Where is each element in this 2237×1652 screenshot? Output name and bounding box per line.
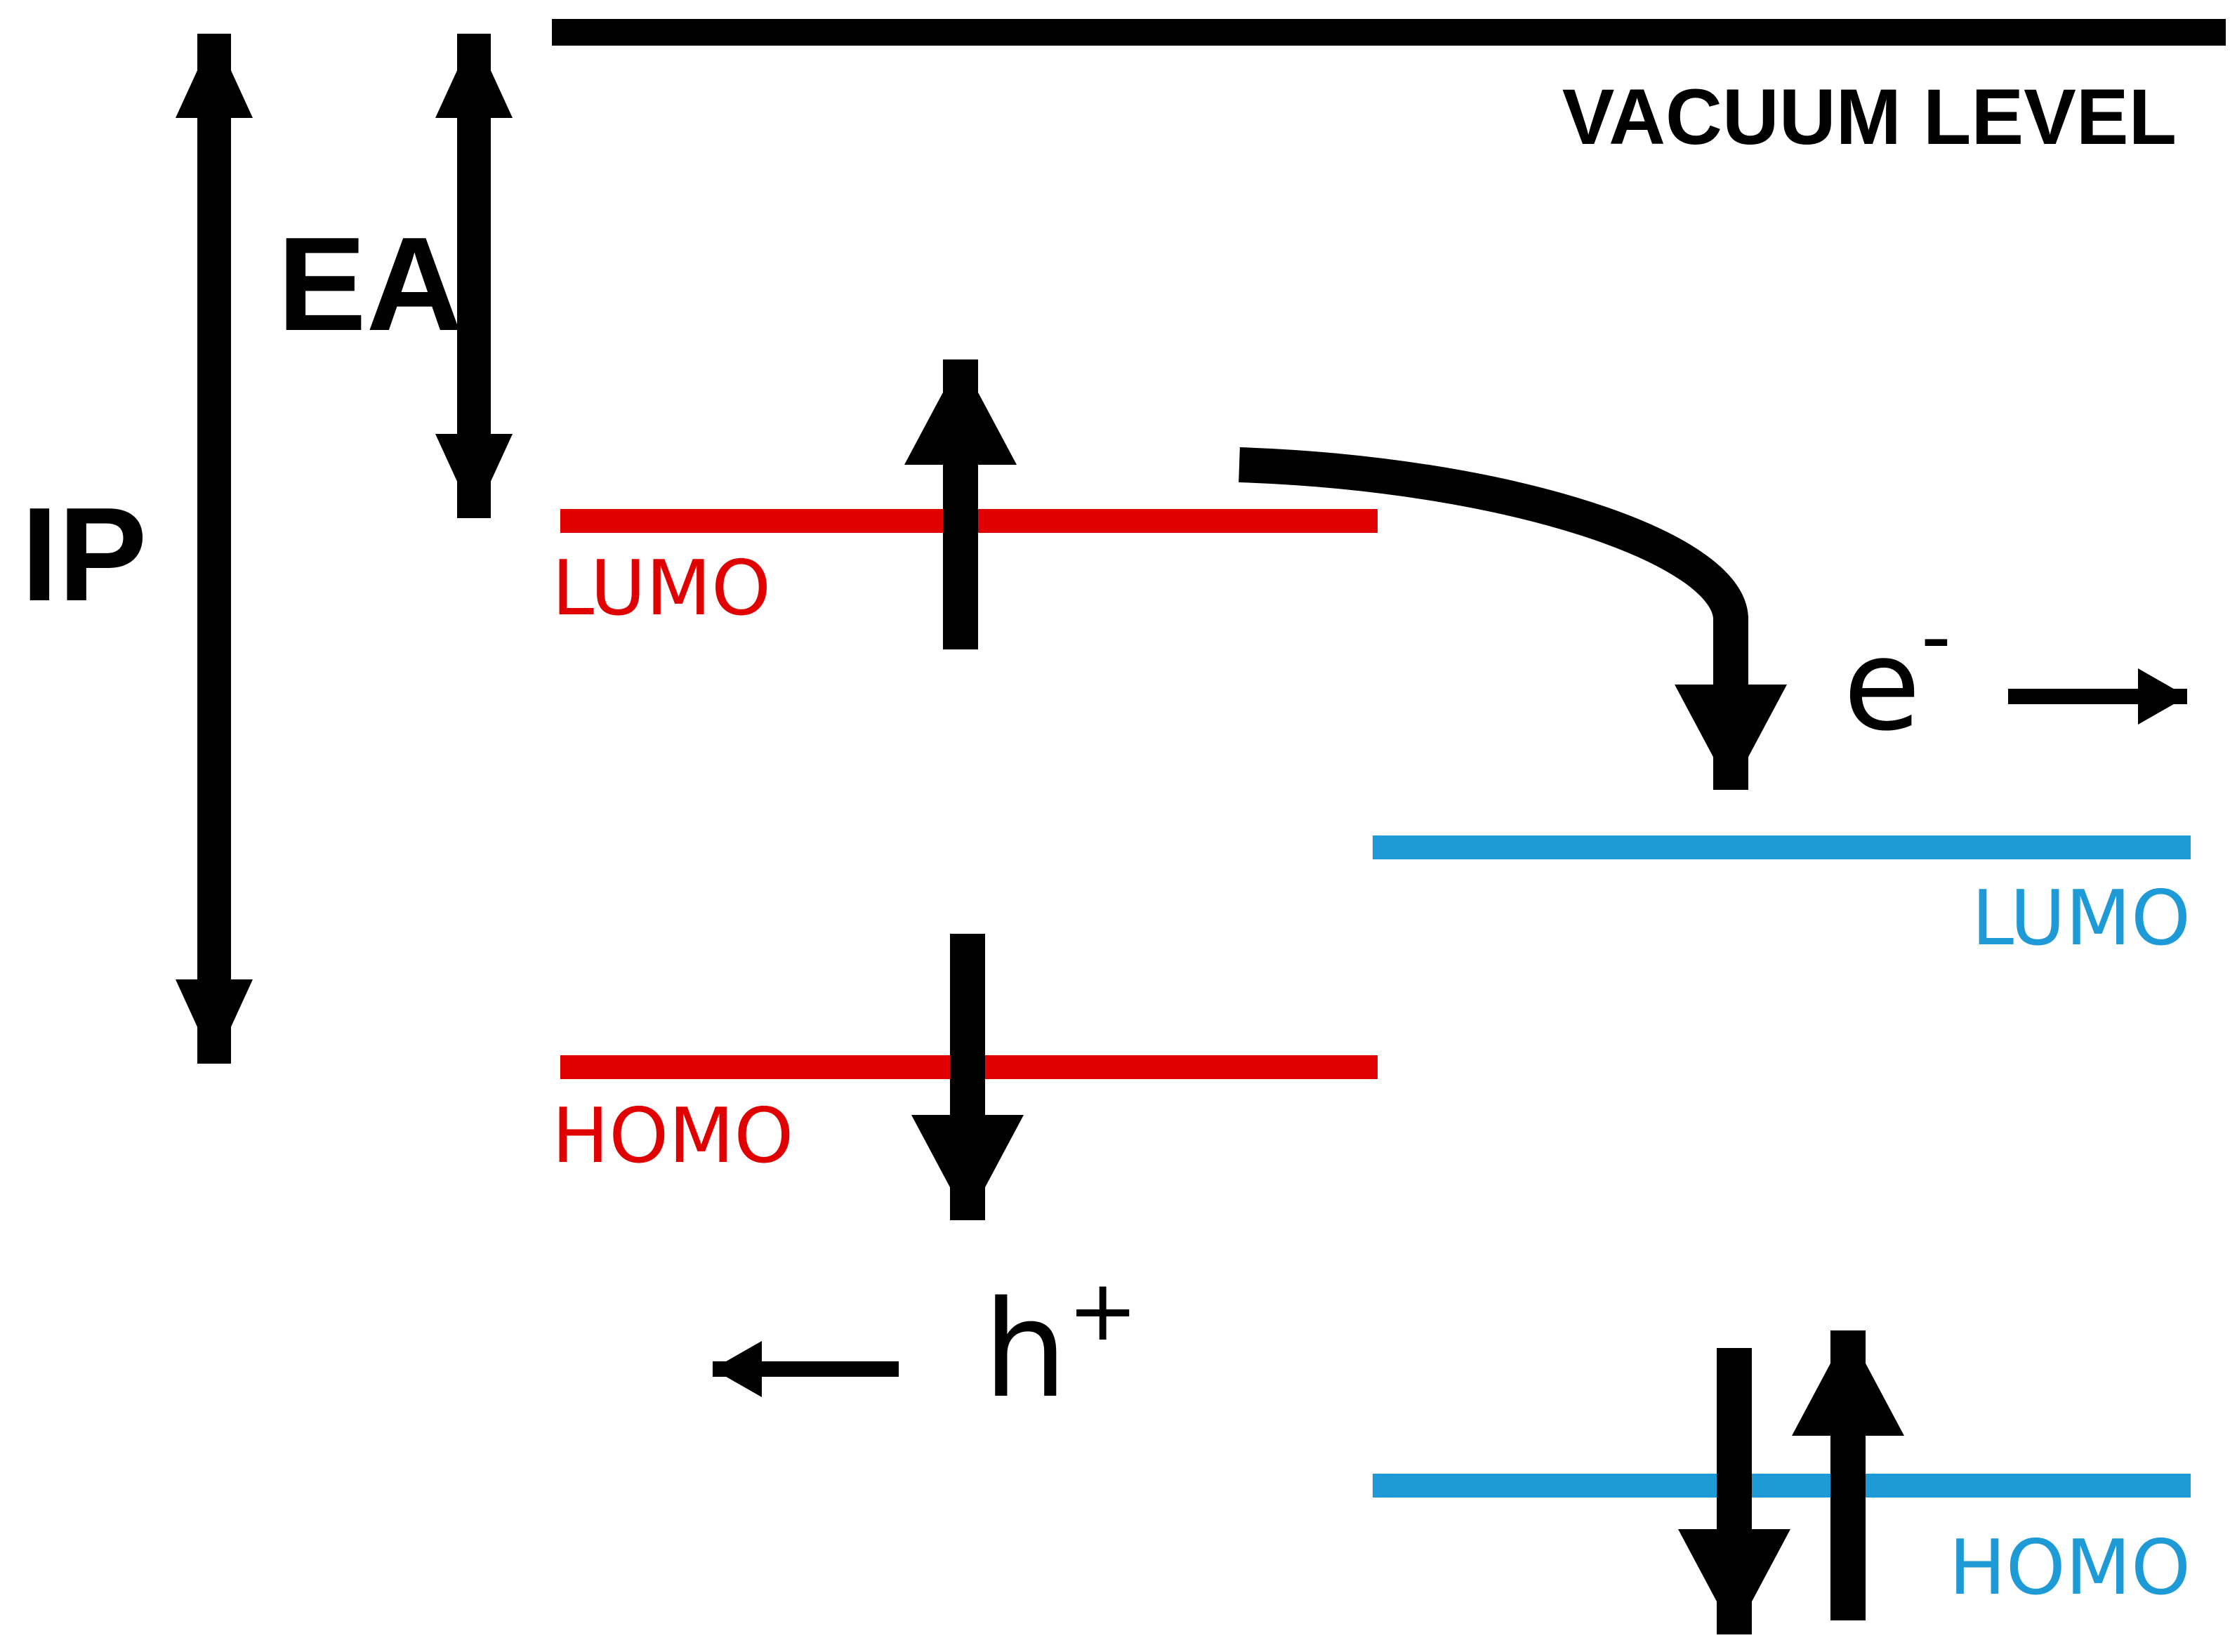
vacuum-level-label: VACUUM LEVEL [1562,73,2177,161]
hole-label: h+ [983,1262,1138,1427]
acceptor-lumo-label: LUMO [1972,875,2191,963]
acceptor-homo-label: HOMO [1949,1524,2191,1612]
ip-label: IP [21,480,147,629]
ea-label: EA [277,210,463,359]
electron-superscript: - [1921,588,1951,686]
hole-superscript: + [1067,1262,1138,1360]
electron-label: e- [1843,588,1951,759]
donor-homo-label: HOMO [552,1092,793,1180]
electron-transfer-curved-arrow [1239,447,1787,790]
donor-lumo-label: LUMO [552,545,771,633]
